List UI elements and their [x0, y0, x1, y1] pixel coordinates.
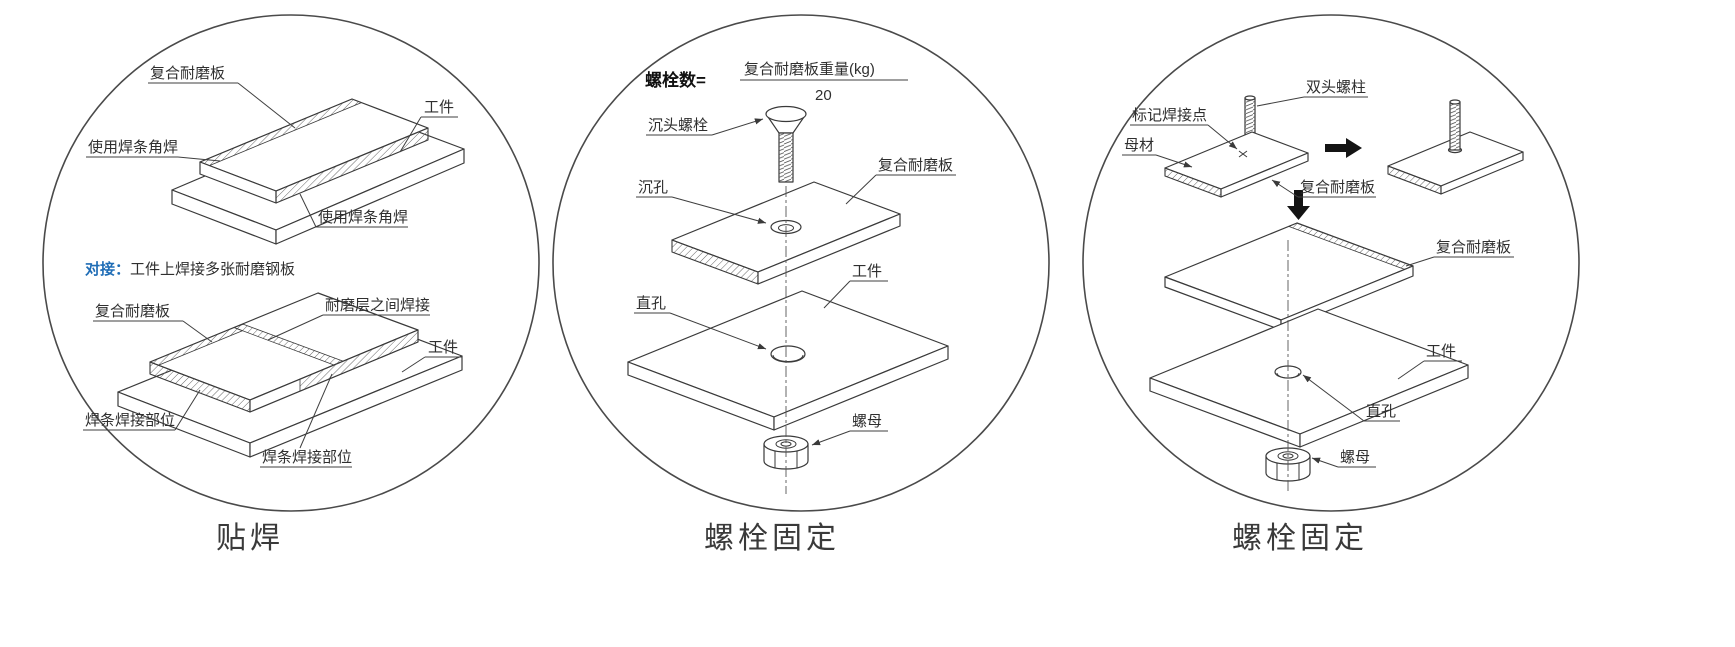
callout-weld-spot-left: 焊条焊接部位 — [83, 389, 201, 431]
nut-label: 螺母 — [852, 413, 882, 430]
small-plate-2 — [1387, 131, 1524, 195]
workpiece-bottom-label: 工件 — [428, 339, 458, 356]
plate-label: 复合耐磨板 — [1436, 238, 1511, 256]
plate-label: 复合耐磨板 — [878, 156, 953, 174]
panel3-circle — [1082, 14, 1580, 512]
fillet-weld-seam-front — [275, 127, 429, 204]
panel1-circle — [42, 14, 540, 512]
callout-fillet-weld-left: 使用焊条角焊 — [86, 139, 221, 162]
weld-seam-front-edge — [299, 329, 419, 392]
panel1: 复合耐磨板 工件 使用焊条角焊 使用焊条角焊 对接：工件上焊接多张耐磨钢板 — [42, 14, 540, 555]
callout-fillet-weld-front: 使用焊条角焊 — [299, 193, 408, 228]
callout-seam-weld: 耐磨层之间焊接 — [267, 297, 430, 341]
stud-welded — [1449, 99, 1461, 151]
callout-plate: 复合耐磨板 — [845, 156, 956, 205]
straight-hole — [770, 345, 806, 363]
formula-denominator: 20 — [815, 87, 832, 104]
callout-workpiece: 工件 — [823, 263, 888, 309]
formula-lhs: 螺栓数= — [645, 70, 706, 90]
callout-hole: 直孔 — [634, 295, 767, 350]
countersunk-bolt — [765, 105, 807, 183]
step-arrow-down — [1287, 190, 1310, 220]
hole-label: 直孔 — [636, 295, 666, 312]
wear-plates-bottom — [149, 292, 419, 413]
callout-plate-small: 复合耐磨板 — [1271, 178, 1376, 198]
base-metal-label: 母材 — [1124, 137, 1154, 154]
plate-top-label: 复合耐磨板 — [150, 64, 225, 82]
seam-weld-label: 耐磨层之间焊接 — [325, 297, 430, 314]
plate-bottom-label: 复合耐磨板 — [95, 302, 170, 320]
callout-countersink: 沉孔 — [636, 179, 767, 224]
panel3-figure-welded — [1387, 99, 1524, 195]
callout-nut: 螺母 — [1311, 449, 1376, 468]
panel2-assembly — [627, 105, 949, 494]
weld-spot-front-label: 焊条焊接部位 — [262, 449, 352, 466]
callout-workpiece: 工件 — [1397, 343, 1462, 380]
weld-point-mark — [1238, 150, 1248, 158]
stud-hovering — [1244, 95, 1256, 149]
callout-weld-mark: 标记焊接点 — [1130, 107, 1238, 150]
panel1-caption: 贴焊 — [216, 522, 284, 555]
panel3: 双头螺柱 标记焊接点 母材 复合耐磨板 复合耐磨板 工件 — [1082, 14, 1580, 555]
stud-label: 双头螺柱 — [1306, 79, 1366, 96]
callout-weld-spot-front: 焊条焊接部位 — [260, 373, 352, 468]
callout-plate-bottom: 复合耐磨板 — [93, 302, 213, 343]
panel2-caption: 螺栓固定 — [704, 522, 840, 555]
weld-spot-left-label: 焊条焊接部位 — [85, 412, 175, 429]
panel3-assembly — [1149, 222, 1469, 494]
panel2: 螺栓数= 复合耐磨板重量(kg) 20 — [552, 14, 1050, 555]
nut-label: 螺母 — [1340, 449, 1370, 466]
wear-plate-top — [199, 98, 429, 204]
workpiece — [1149, 308, 1469, 448]
callout-base-metal: 母材 — [1122, 137, 1193, 168]
callout-workpiece-top: 工件 — [399, 99, 458, 153]
fillet-weld-left-label: 使用焊条角焊 — [88, 139, 178, 156]
panel3-figure-mark — [1164, 95, 1309, 198]
wear-plate-with-stud — [1164, 222, 1414, 331]
butt-joint-note: 对接：工件上焊接多张耐磨钢板 — [85, 260, 295, 278]
workpiece-top-label: 工件 — [424, 99, 454, 116]
small-plate-1 — [1164, 131, 1309, 198]
panel1-top-figure: 复合耐磨板 工件 使用焊条角焊 使用焊条角焊 — [86, 64, 465, 245]
bolt-label: 沉头螺栓 — [648, 117, 708, 134]
callout-hole: 直孔 — [1302, 374, 1400, 422]
panel1-bottom-figure: 复合耐磨板 耐磨层之间焊接 工件 焊条焊接部位 焊条焊接部位 — [83, 292, 463, 468]
panel3-caption: 螺栓固定 — [1232, 522, 1368, 555]
plate-small-label: 复合耐磨板 — [1300, 178, 1375, 196]
countersink-label: 沉孔 — [638, 179, 668, 196]
workpiece-label: 工件 — [852, 263, 882, 280]
callout-stud: 双头螺柱 — [1256, 79, 1368, 107]
panel2-circle — [552, 14, 1050, 512]
callout-nut: 螺母 — [811, 413, 888, 446]
hole-label: 直孔 — [1366, 403, 1396, 420]
callout-workpiece-bottom: 工件 — [401, 339, 462, 373]
fillet-weld-front-label: 使用焊条角焊 — [318, 209, 408, 226]
formula-numerator: 复合耐磨板重量(kg) — [744, 60, 875, 78]
workpiece-label: 工件 — [1426, 343, 1456, 360]
callout-plate-top: 复合耐磨板 — [148, 64, 296, 129]
step-arrow-right — [1325, 138, 1362, 158]
callout-plate: 复合耐磨板 — [1405, 238, 1514, 267]
weld-mark-label: 标记焊接点 — [1132, 107, 1207, 124]
butt-joint-note-prefix: 对接： — [85, 260, 130, 278]
bolt-count-formula: 螺栓数= 复合耐磨板重量(kg) 20 — [645, 60, 908, 104]
butt-joint-note-body: 工件上焊接多张耐磨钢板 — [130, 260, 295, 278]
callout-bolt: 沉头螺栓 — [646, 117, 764, 136]
workpiece — [627, 290, 949, 431]
